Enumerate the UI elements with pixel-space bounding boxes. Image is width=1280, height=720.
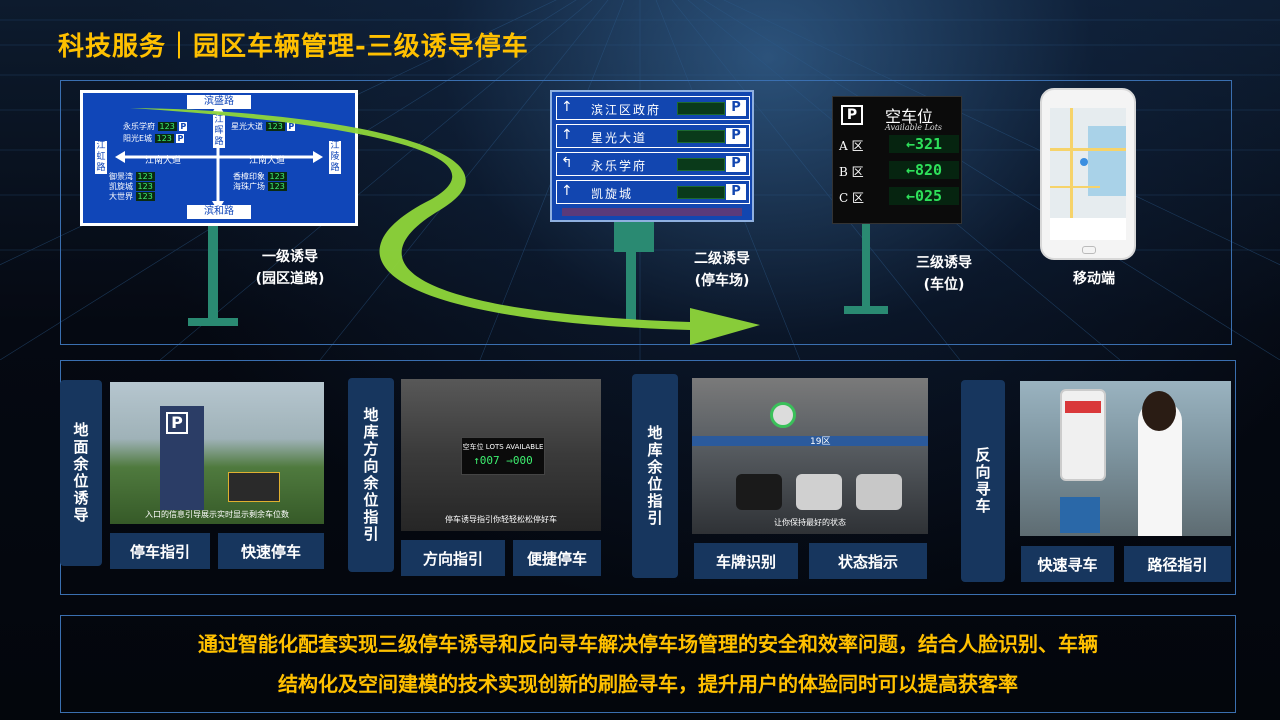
- summary-line-2: 结构化及空间建模的技术实现创新的刷脸寻车，提升用户的体验同时可以提高获客率: [278, 672, 1018, 696]
- photo-kiosk: [1060, 497, 1100, 533]
- lot-name: 阳光E城: [123, 134, 153, 143]
- tag-direction-guide: 方向指引: [401, 540, 505, 576]
- lot-list-bottom-left: 御景湾 123 凯旋城 123 大世界 123: [109, 171, 155, 201]
- level3-space-sign: P 空车位 Available Lots A 区 ←321 B 区 ←820 C…: [832, 96, 962, 224]
- guidance-section-frame: [60, 80, 1232, 345]
- panel-label-basement-direction: 地库方向余位指引: [348, 378, 394, 572]
- lot-count: 123: [267, 172, 287, 181]
- road-center: 江晖路: [213, 115, 225, 148]
- lot-count: 123: [135, 172, 155, 181]
- arrow-left-up-icon: ↰: [561, 155, 573, 171]
- lot-name: 御景湾: [109, 172, 133, 181]
- sign2-bracket: [614, 222, 654, 252]
- arrow-up-icon: ↑: [561, 99, 573, 115]
- curved-arrow-icon: [130, 108, 760, 345]
- lot-count: 123: [267, 182, 287, 191]
- road-top: 滨盛路: [187, 95, 251, 109]
- map-screen: [1050, 108, 1126, 240]
- level2-label: 二级诱导 (停车场): [694, 251, 750, 289]
- lot-name: 香樟印象: [233, 172, 265, 181]
- tag-quick-car-search: 快速寻车: [1021, 546, 1114, 582]
- arrow-up-icon: ↑: [561, 183, 573, 199]
- led-display: [677, 186, 725, 199]
- map-info-panel: [1050, 218, 1126, 240]
- summary-line-1: 通过智能化配套实现三级停车诱导和反向寻车解决停车场管理的安全和效率问题，结合人脸…: [198, 632, 1098, 656]
- zone-row: B 区 ←820: [839, 161, 959, 181]
- level3-label: 三级诱导 (车位): [916, 255, 972, 293]
- tag-route-guide: 路径指引: [1124, 546, 1231, 582]
- location-pin-icon: [1080, 158, 1088, 166]
- tag-parking-guide: 停车指引: [110, 533, 210, 569]
- parking-icon: P: [287, 122, 296, 131]
- level1-label: 一级诱导 (园区道路): [255, 249, 325, 287]
- lot-count: 123: [157, 122, 177, 131]
- lot-name: 凯旋城: [109, 182, 133, 191]
- photo-led-screen: 空车位 LOTS AVAILABLE ↑007 ⇒000: [461, 437, 545, 475]
- photo-sign-strip: [692, 436, 928, 446]
- parking-icon: P: [726, 128, 746, 144]
- lot-name: 海珠广场: [233, 182, 265, 191]
- panel-label-ground: 地面余位诱导: [60, 380, 102, 566]
- home-button: [1082, 246, 1096, 254]
- photo-ground-sign: P 入口的信息引导展示实时显示剩余车位数: [110, 382, 324, 524]
- lot-list-bottom-right: 香樟印象 123 海珠广场 123: [233, 171, 287, 191]
- lot-count: 123: [135, 182, 155, 191]
- tag-plate-recognition: 车牌识别: [694, 543, 798, 579]
- lot-count: 123: [154, 134, 174, 143]
- parking-icon: P: [726, 184, 746, 200]
- lot-name: 大世界: [109, 192, 133, 201]
- lot-count: 123: [135, 192, 155, 201]
- led-display: [677, 102, 725, 115]
- road-right: 江陵路: [329, 141, 341, 174]
- photo-basement-direction: 空车位 LOTS AVAILABLE ↑007 ⇒000 停车诱导指引你轻轻松松…: [401, 379, 601, 531]
- tag-quick-parking: 快速停车: [218, 533, 324, 569]
- parking-icon: P: [841, 105, 863, 125]
- tag-status-indicator: 状态指示: [809, 543, 927, 579]
- sign2-row: ↑ 凯旋城 P: [556, 180, 750, 204]
- sign2-footer-strip: [562, 208, 742, 216]
- sign2-row: ↰ 永乐学府 P: [556, 152, 750, 176]
- parking-icon: P: [176, 134, 185, 143]
- map-water: [1088, 126, 1126, 196]
- sign2-pole: [626, 222, 636, 320]
- sign3-pole: [862, 224, 870, 310]
- lot-name: 星光大道: [231, 122, 263, 131]
- photo-phone: [1060, 389, 1106, 481]
- mobile-label: 移动端: [1073, 271, 1115, 287]
- led-display: [677, 158, 725, 171]
- sign3-base: [844, 306, 888, 314]
- page-title: 科技服务｜园区车辆管理-三级诱导停车: [58, 32, 529, 62]
- summary-box: 通过智能化配套实现三级停车诱导和反向寻车解决停车场管理的安全和效率问题，结合人脸…: [60, 615, 1236, 713]
- road-middle-left: 江南大道: [145, 156, 182, 166]
- road-middle-right: 江南大道: [249, 156, 286, 166]
- photo-reverse-search: [1020, 381, 1231, 536]
- mobile-phone: [1040, 88, 1136, 260]
- zone-row: C 区 ←025: [839, 187, 959, 207]
- sign2-row: ↑ 星光大道 P: [556, 124, 750, 148]
- road-bottom: 滨和路: [187, 205, 251, 219]
- photo-basement-space: 19区 让你保持最好的状态: [692, 378, 928, 534]
- lot-list-top-left: 永乐学府 123 P 阳光E城 123 P: [123, 121, 188, 145]
- tag-convenient-parking: 便捷停车: [513, 540, 601, 576]
- camera-icon: [770, 402, 796, 428]
- sign1-pole: [208, 226, 218, 322]
- sign2-row: ↑ 滨江区政府 P: [556, 96, 750, 120]
- parking-icon: P: [179, 122, 188, 131]
- arrow-up-icon: ↑: [561, 127, 573, 143]
- lot-name: 永乐学府: [123, 122, 155, 131]
- led-display: [677, 130, 725, 143]
- zone-row: A 区 ←321: [839, 135, 959, 155]
- parking-icon: P: [726, 100, 746, 116]
- sign1-base: [188, 318, 238, 326]
- panel-label-reverse-search: 反向寻车: [961, 380, 1005, 582]
- lot-list-top-right: 星光大道 123 P: [231, 121, 296, 133]
- parking-icon: P: [166, 412, 188, 434]
- level2-parking-sign: ↑ 滨江区政府 P ↑ 星光大道 P ↰ 永乐学府 P ↑ 凯旋城 P: [550, 90, 754, 222]
- road-left: 江虹路: [95, 141, 107, 174]
- parking-icon: P: [726, 156, 746, 172]
- lot-count: 123: [265, 122, 285, 131]
- panel-label-basement-space: 地库余位指引: [632, 374, 678, 578]
- photo-info-board: [228, 472, 280, 502]
